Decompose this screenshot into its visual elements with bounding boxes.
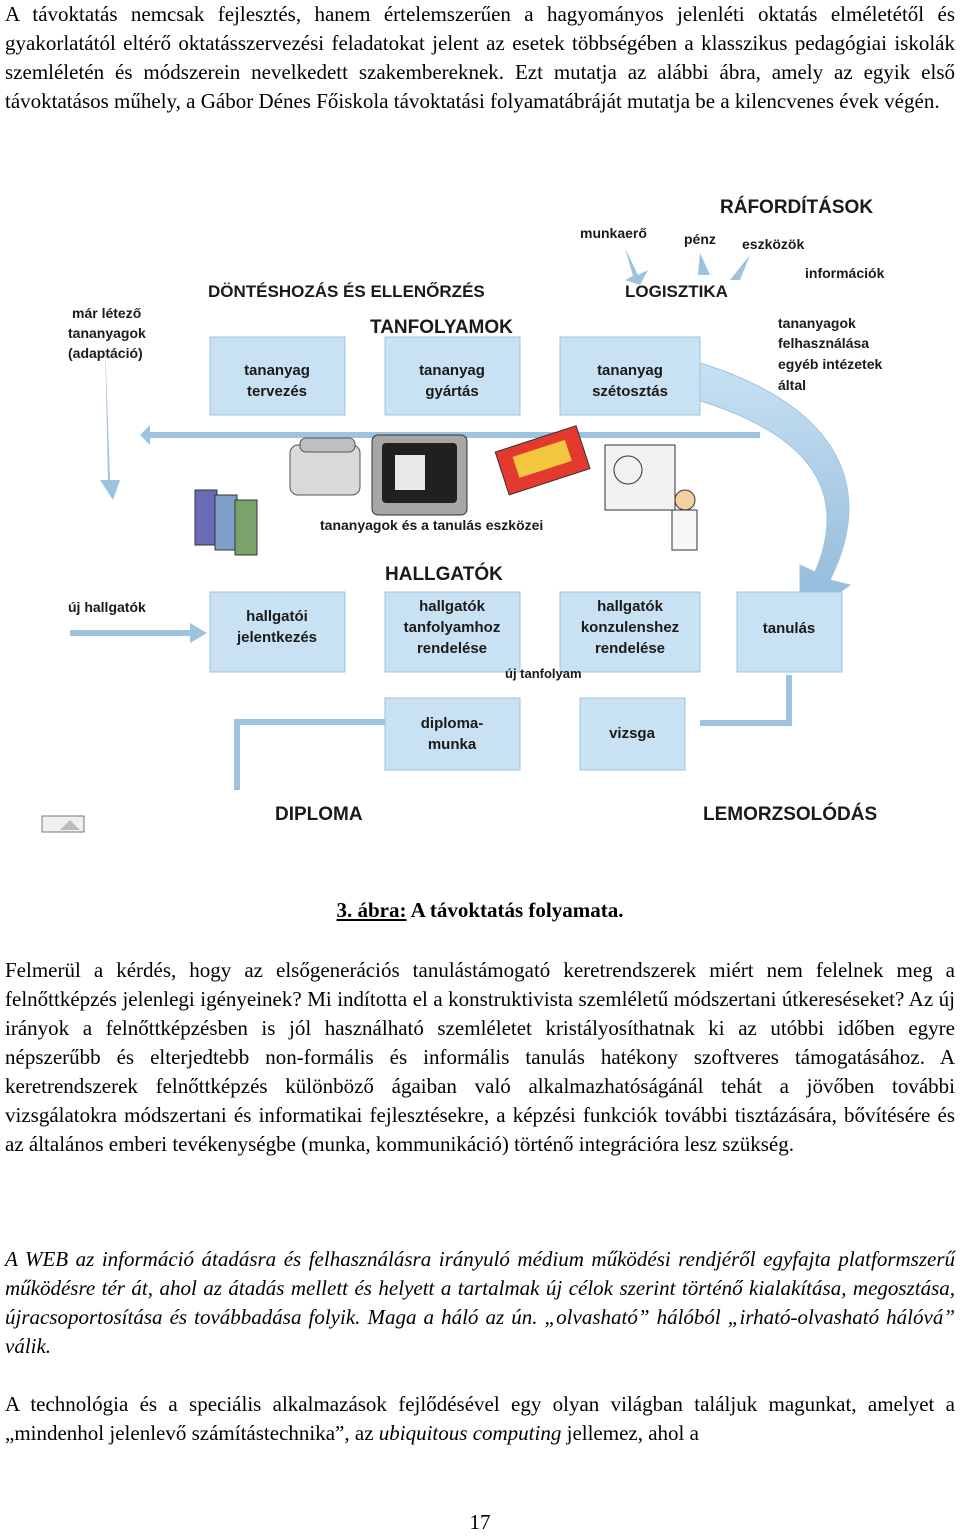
vizsga-box	[579, 697, 686, 771]
logisztika-label: LOGISZTIKA	[625, 282, 728, 301]
arrow-down-left	[100, 340, 120, 500]
last-paragraph: A technológia és a speciális alkalmazáso…	[5, 1390, 955, 1448]
last-text-after: jellemez, ahol a	[561, 1421, 699, 1445]
arrow-tanulas-down	[700, 675, 792, 726]
jelentkezes-box	[209, 591, 346, 673]
konzulens-rendeles-box	[559, 591, 701, 673]
eszkozok-label: eszközök	[742, 236, 804, 252]
tanulas-label: tanulás	[763, 620, 816, 637]
last-text-before: A technológia és a speciális alkalmazáso…	[5, 1392, 955, 1445]
books-icon	[194, 489, 258, 556]
dontes-label: DÖNTÉSHOZÁS ÉS ELLENŐRZÉS	[208, 282, 485, 301]
page-number: 17	[469, 1510, 491, 1534]
distance-learning-process-diagram: RÁFORDÍTÁSOK munkaerő pénz eszközök info…	[41, 196, 886, 833]
vizsga-label: vizsga	[609, 725, 656, 742]
arrow-left-to-diploma	[234, 719, 390, 790]
second-paragraph: Felmerül a kérdés, hogy az elsőgeneráció…	[5, 958, 955, 1156]
arrow-munkaero	[625, 248, 648, 285]
italic-paragraph: A WEB az információ átadásra és felhaszn…	[5, 1247, 955, 1358]
caption-text: A távoktatás folyamata.	[406, 898, 624, 922]
presenter-icon	[604, 444, 698, 551]
szetosztas-box	[559, 336, 701, 416]
informaciok-label: információk	[805, 265, 885, 281]
arrow-eszkozok	[730, 255, 750, 280]
caption-label: 3. ábra:	[336, 898, 407, 922]
felhasznalas-label: tananyagok felhasználása egyéb intézetek…	[778, 315, 886, 393]
tanfolyamok-label: TANFOLYAMOK	[370, 317, 513, 338]
diploma-label: DIPLOMA	[275, 804, 363, 825]
television-icon	[371, 434, 468, 516]
eszkozei-label: tananyagok és a tanulás eszközei	[320, 517, 543, 533]
penz-label: pénz	[684, 231, 716, 247]
figure-caption: 3. ábra: A távoktatás folyamata.	[0, 898, 960, 923]
tervezes-box	[209, 336, 346, 416]
curved-flow-arrow	[679, 359, 852, 621]
uj-tanfolyam-label: új tanfolyam	[505, 666, 582, 681]
image-placeholder-icon	[41, 815, 85, 833]
lemorzsolodas-label: LEMORZSOLÓDÁS	[703, 803, 877, 825]
intro-paragraph: A távoktatás nemcsak fejlesztés, hanem é…	[5, 2, 955, 113]
last-text-italic: ubiquitous computing	[378, 1421, 562, 1445]
arrow-penz	[698, 253, 710, 275]
gyartas-box	[384, 336, 521, 416]
tanfolyam-rendeles-box	[384, 591, 521, 673]
telephone-icon	[289, 437, 361, 496]
diplomamunka-box	[384, 697, 521, 771]
raforditasok-label: RÁFORDÍTÁSOK	[720, 196, 873, 218]
hallgatok-label: HALLGATÓK	[385, 563, 503, 585]
video-cassette-icon	[494, 425, 591, 496]
mar-letezo-label: már létező tananyagok (adaptáció)	[68, 305, 150, 361]
uj-hallgatok-label: új hallgatók	[68, 599, 146, 615]
arrow-into-jelentkezes	[70, 623, 207, 643]
diplomamunka-label: diploma-munka	[421, 715, 484, 753]
tanulas-box	[736, 591, 843, 673]
munkaero-label: munkaerő	[580, 225, 647, 241]
